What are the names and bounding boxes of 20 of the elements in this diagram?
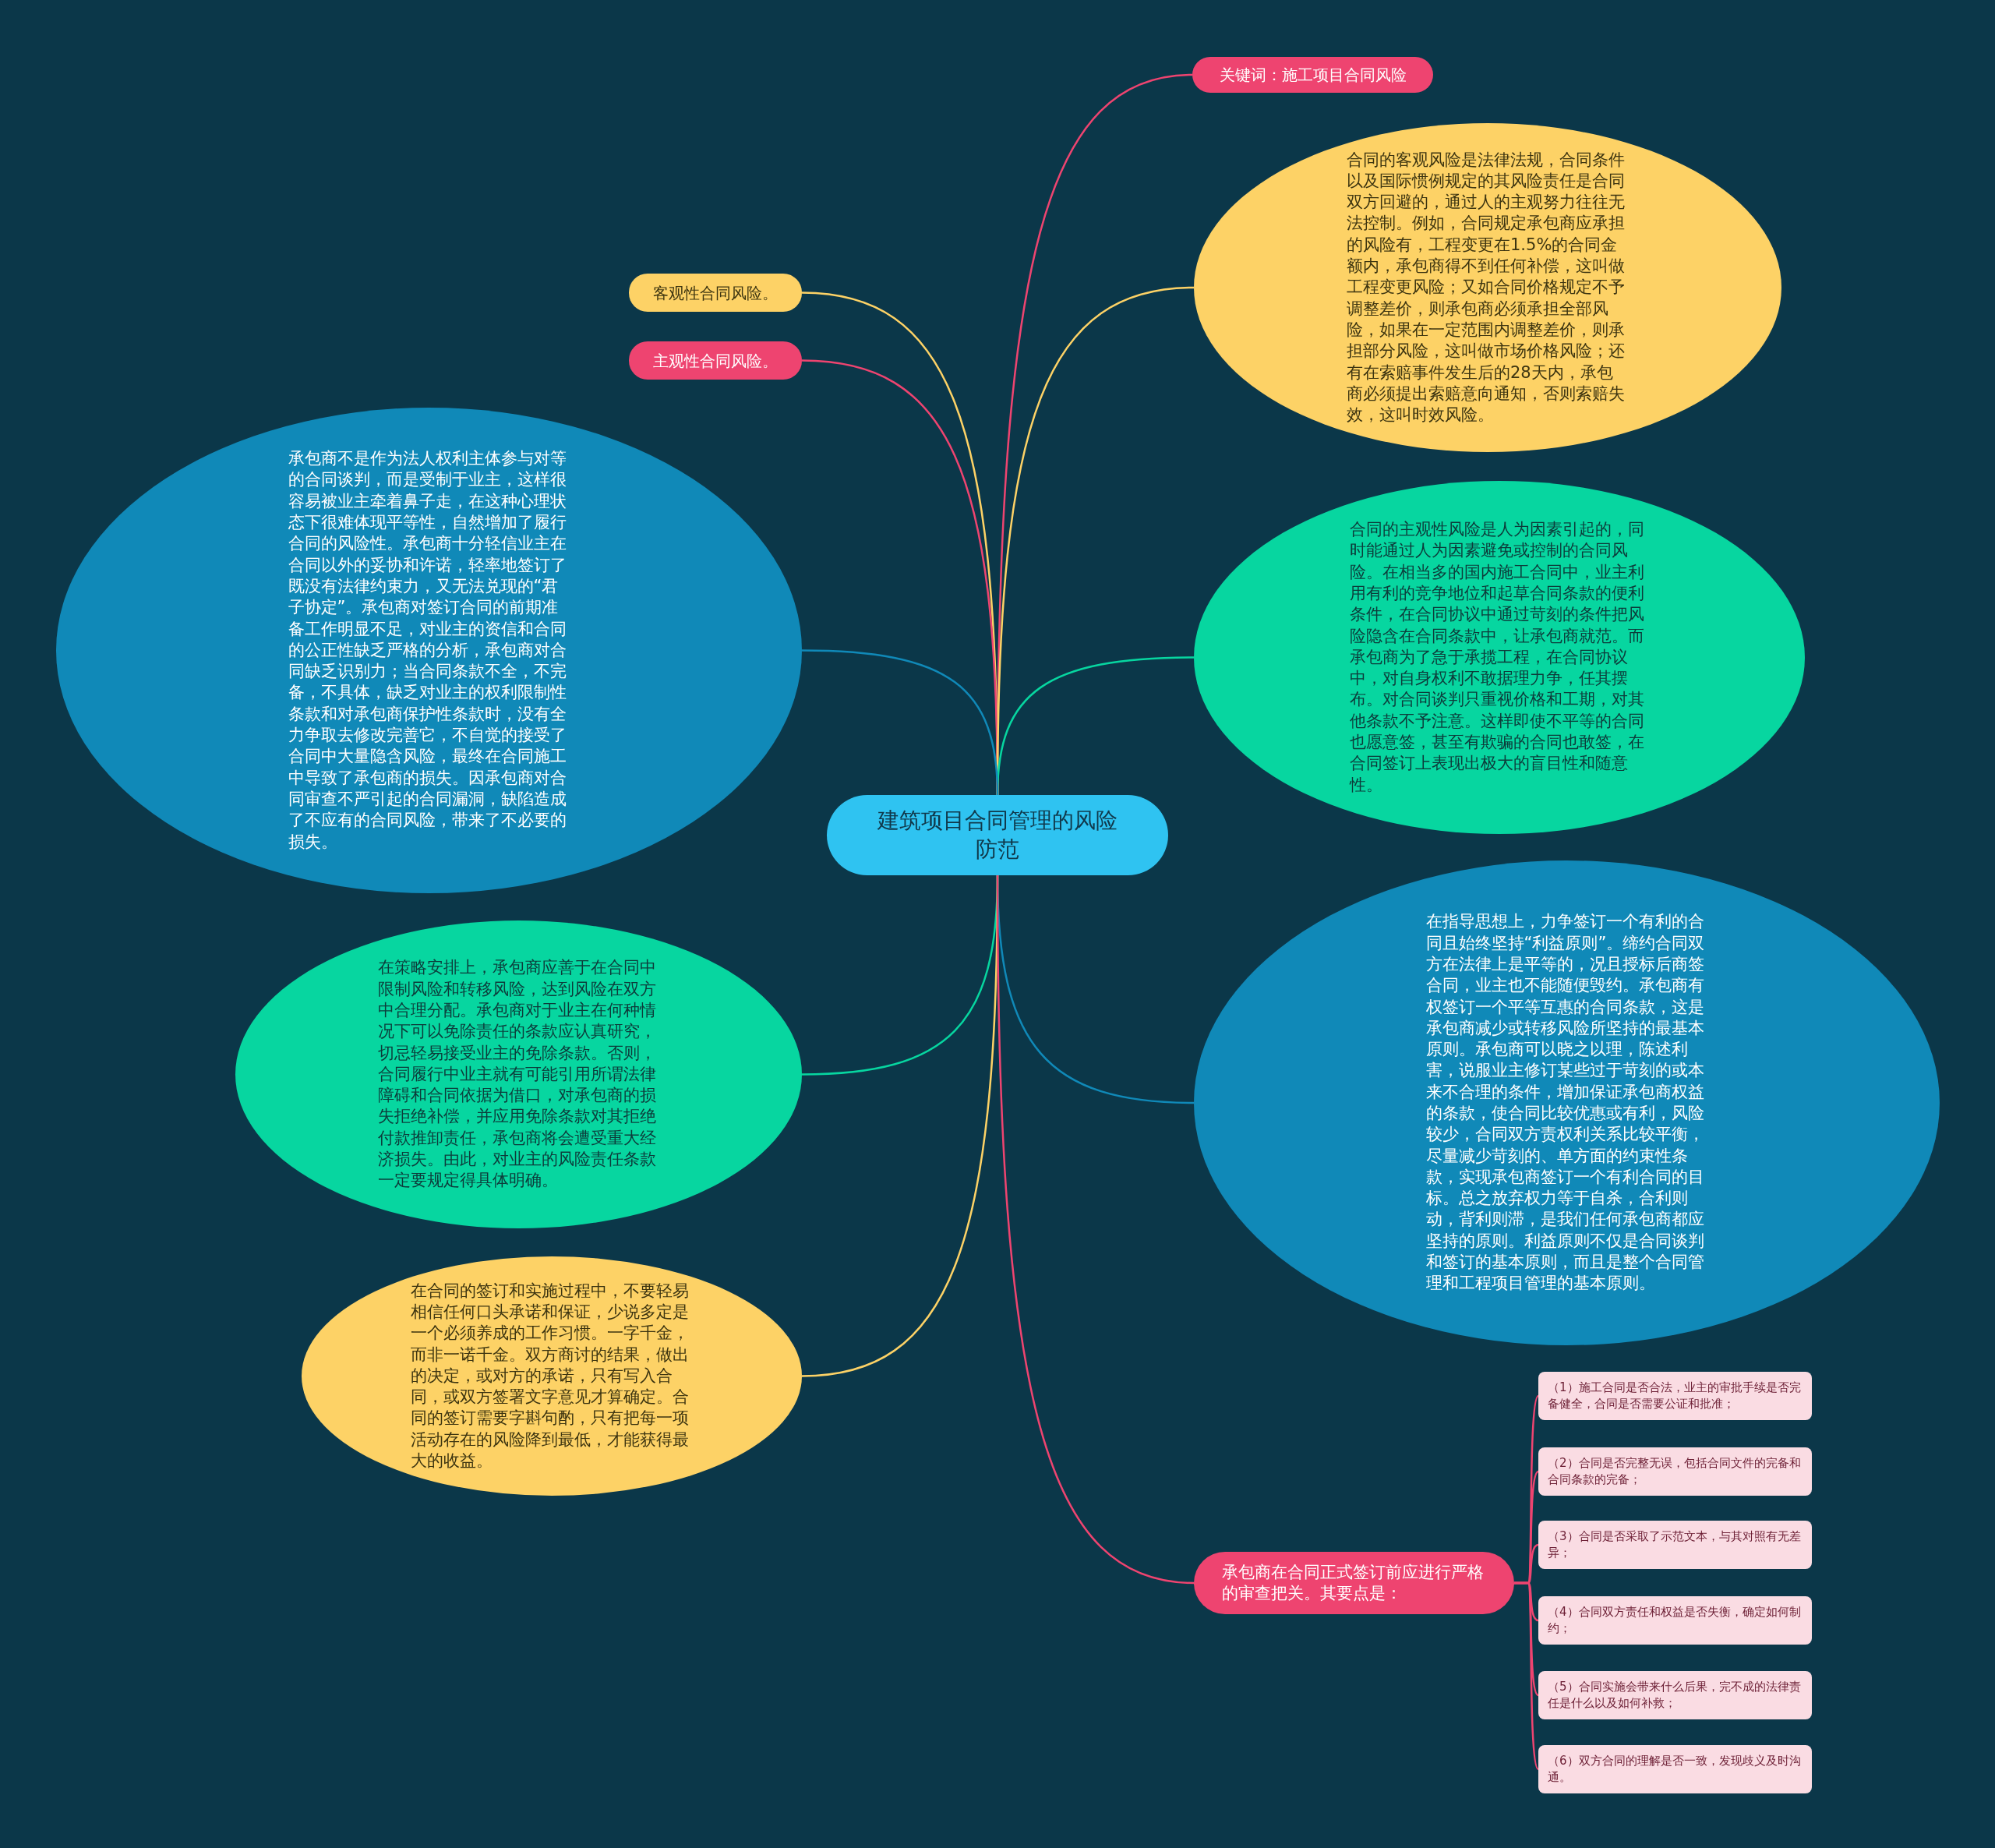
- text-bubble: 在策略安排上，承包商应善于在合同中限制风险和转移风险，达到风险在双方中合理分配。承包商对于业主在何种情况下可以免除责任的条款应认真研究，切忌轻易接受业主的免除条款。否则，合同履行中业主就有可能引用所谓法律障碍和合同依据为借口，对承包商的损失拒绝补偿，并应用免除条款对其拒绝付款推卸责任，承包商将会遭受重大经济损失。由此，对业主的风险责任条款一定要规定得具体明确。: [235, 920, 802, 1228]
- text-bubble: 在指导思想上，力争签订一个有利的合同且始终坚持“利益原则”。缔约合同双方在法律上是平等的，况且授标后商签合同，业主也不能随便毁约。承包商有权签订一个平等互惠的合同条款，这是承包商减少或转移风险所坚持的最基本原则。承包商可以晓之以理，陈述利害，说服业主修订某些过于苛刻的或本来不合理的条件，增加保证承包商权益的条款，使合同比较优惠或有利，风险较少，合同双方责权利关系比较平衡，尽量减少苛刻的、单方面的约束性条款，实现承包商签订一个有利合同的目标。总之放弃权力等于自杀，合利则动，背利则滞，是我们任何承包商都应坚持的原则。利益原则不仅是合同谈判和签订的基本原则，而且是整个合同管理和工程项目管理的基本原则。: [1194, 860, 1940, 1345]
- central-topic: 建筑项目合同管理的风险防范: [827, 795, 1168, 875]
- topic-pill: 承包商在合同正式签订前应进行严格的审查把关。其要点是：: [1194, 1552, 1514, 1614]
- connector-line: [801, 649, 999, 796]
- connector-line: [996, 875, 1195, 1585]
- text-bubble: 承包商不是作为法人权利主体参与对等的合同谈判，而是受制于业主，这样很容易被业主牵着鼻子走，在这种心理状态下很难体现平等性，自然增加了履行合同的风险性。承包商十分轻信业主在合同以外的妥协和许诺，轻率地签订了既没有法律约束力，又无法兑现的“君子协定”。承包商对签订合同的前期准备工作明显不足，对业主的资信和合同的公正性缺乏严格的分析，承包商对合同缺乏识别力；当合同条款不全，不完备，不具体，缺乏对业主的权利限制性条款和对承包商保护性条款时，没有全力争取去修改完善它，不自觉的接受了合同中大量隐含风险，最终在合同施工中导致了承包商的损失。因承包商对合同审查不严引起的合同漏洞，缺陷造成了不应有的合同风险，带来了不必要的损失。: [56, 408, 802, 893]
- checklist-item: （2）合同是否完整无误，包括合同文件的完备和合同条款的完备；: [1538, 1447, 1812, 1496]
- text-bubble: 合同的客观风险是法律法规，合同条件以及国际惯例规定的其风险责任是合同双方回避的，通过人的主观努力往往无法控制。例如，合同规定承包商应承担的风险有，工程变更在1.5%的合同金额内，承包商得不到任何补偿，这叫做工程变更风险；又如合同价格规定不予调整差价，则承包商必须承担全部风险，如果在一定范围内调整差价，则承担部分风险，这叫做市场价格风险；还有在索赔事件发生后的28天内，承包商必须提出索赔意向通知，否则索赔失效，这叫时效风险。: [1194, 123, 1781, 452]
- checklist-item: （5）合同实施会带来什么后果，完不成的法律责任是什么以及如何补救；: [1538, 1671, 1812, 1719]
- topic-pill: 主观性合同风险。: [629, 341, 802, 380]
- checklist-item: （6）双方合同的理解是否一致，发现歧义及时沟通。: [1538, 1745, 1812, 1793]
- text-bubble: 在合同的签订和实施过程中，不要轻易相信任何口头承诺和保证，少说多定是一个必须养成的工作习惯。一字千金，而非一诺千金。双方商讨的结果，做出的决定，或对方的承诺，只有写入合同，或双方签署文字意见才算确定。合同的签订需要字斟句酌，只有把每一项活动存在的风险降到最低，才能获得最大的收益。: [302, 1256, 802, 1496]
- text-bubble: 合同的主观性风险是人为因素引起的，同时能通过人为因素避免或控制的合同风险。在相当多的国内施工合同中，业主利用有利的竞争地位和起草合同条款的便利条件，在合同协议中通过苛刻的条件把风险隐含在合同条款中，让承包商就范。而承包商为了急于承揽工程，在合同协议中，对自身权利不敢据理力争，任其摆布。对合同谈判只重视价格和工期，对其他条款不予注意。这样即使不平等的合同也愿意签，甚至有欺骗的合同也敢签，在合同签订上表现出极大的盲目性和随意性。: [1194, 481, 1805, 834]
- topic-pill: 客观性合同风险。: [629, 274, 802, 312]
- checklist-item: （1）施工合同是否合法，业主的审批手续是否完备健全，合同是否需要公证和批准；: [1538, 1372, 1812, 1420]
- checklist-item: （4）合同双方责任和权益是否失衡，确定如何制约；: [1538, 1596, 1812, 1645]
- checklist-item: （3）合同是否采取了示范文本，与其对照有无差异；: [1538, 1521, 1812, 1569]
- connector-line: [1514, 1581, 1540, 1770]
- topic-pill: 关键词：施工项目合同风险: [1192, 57, 1433, 93]
